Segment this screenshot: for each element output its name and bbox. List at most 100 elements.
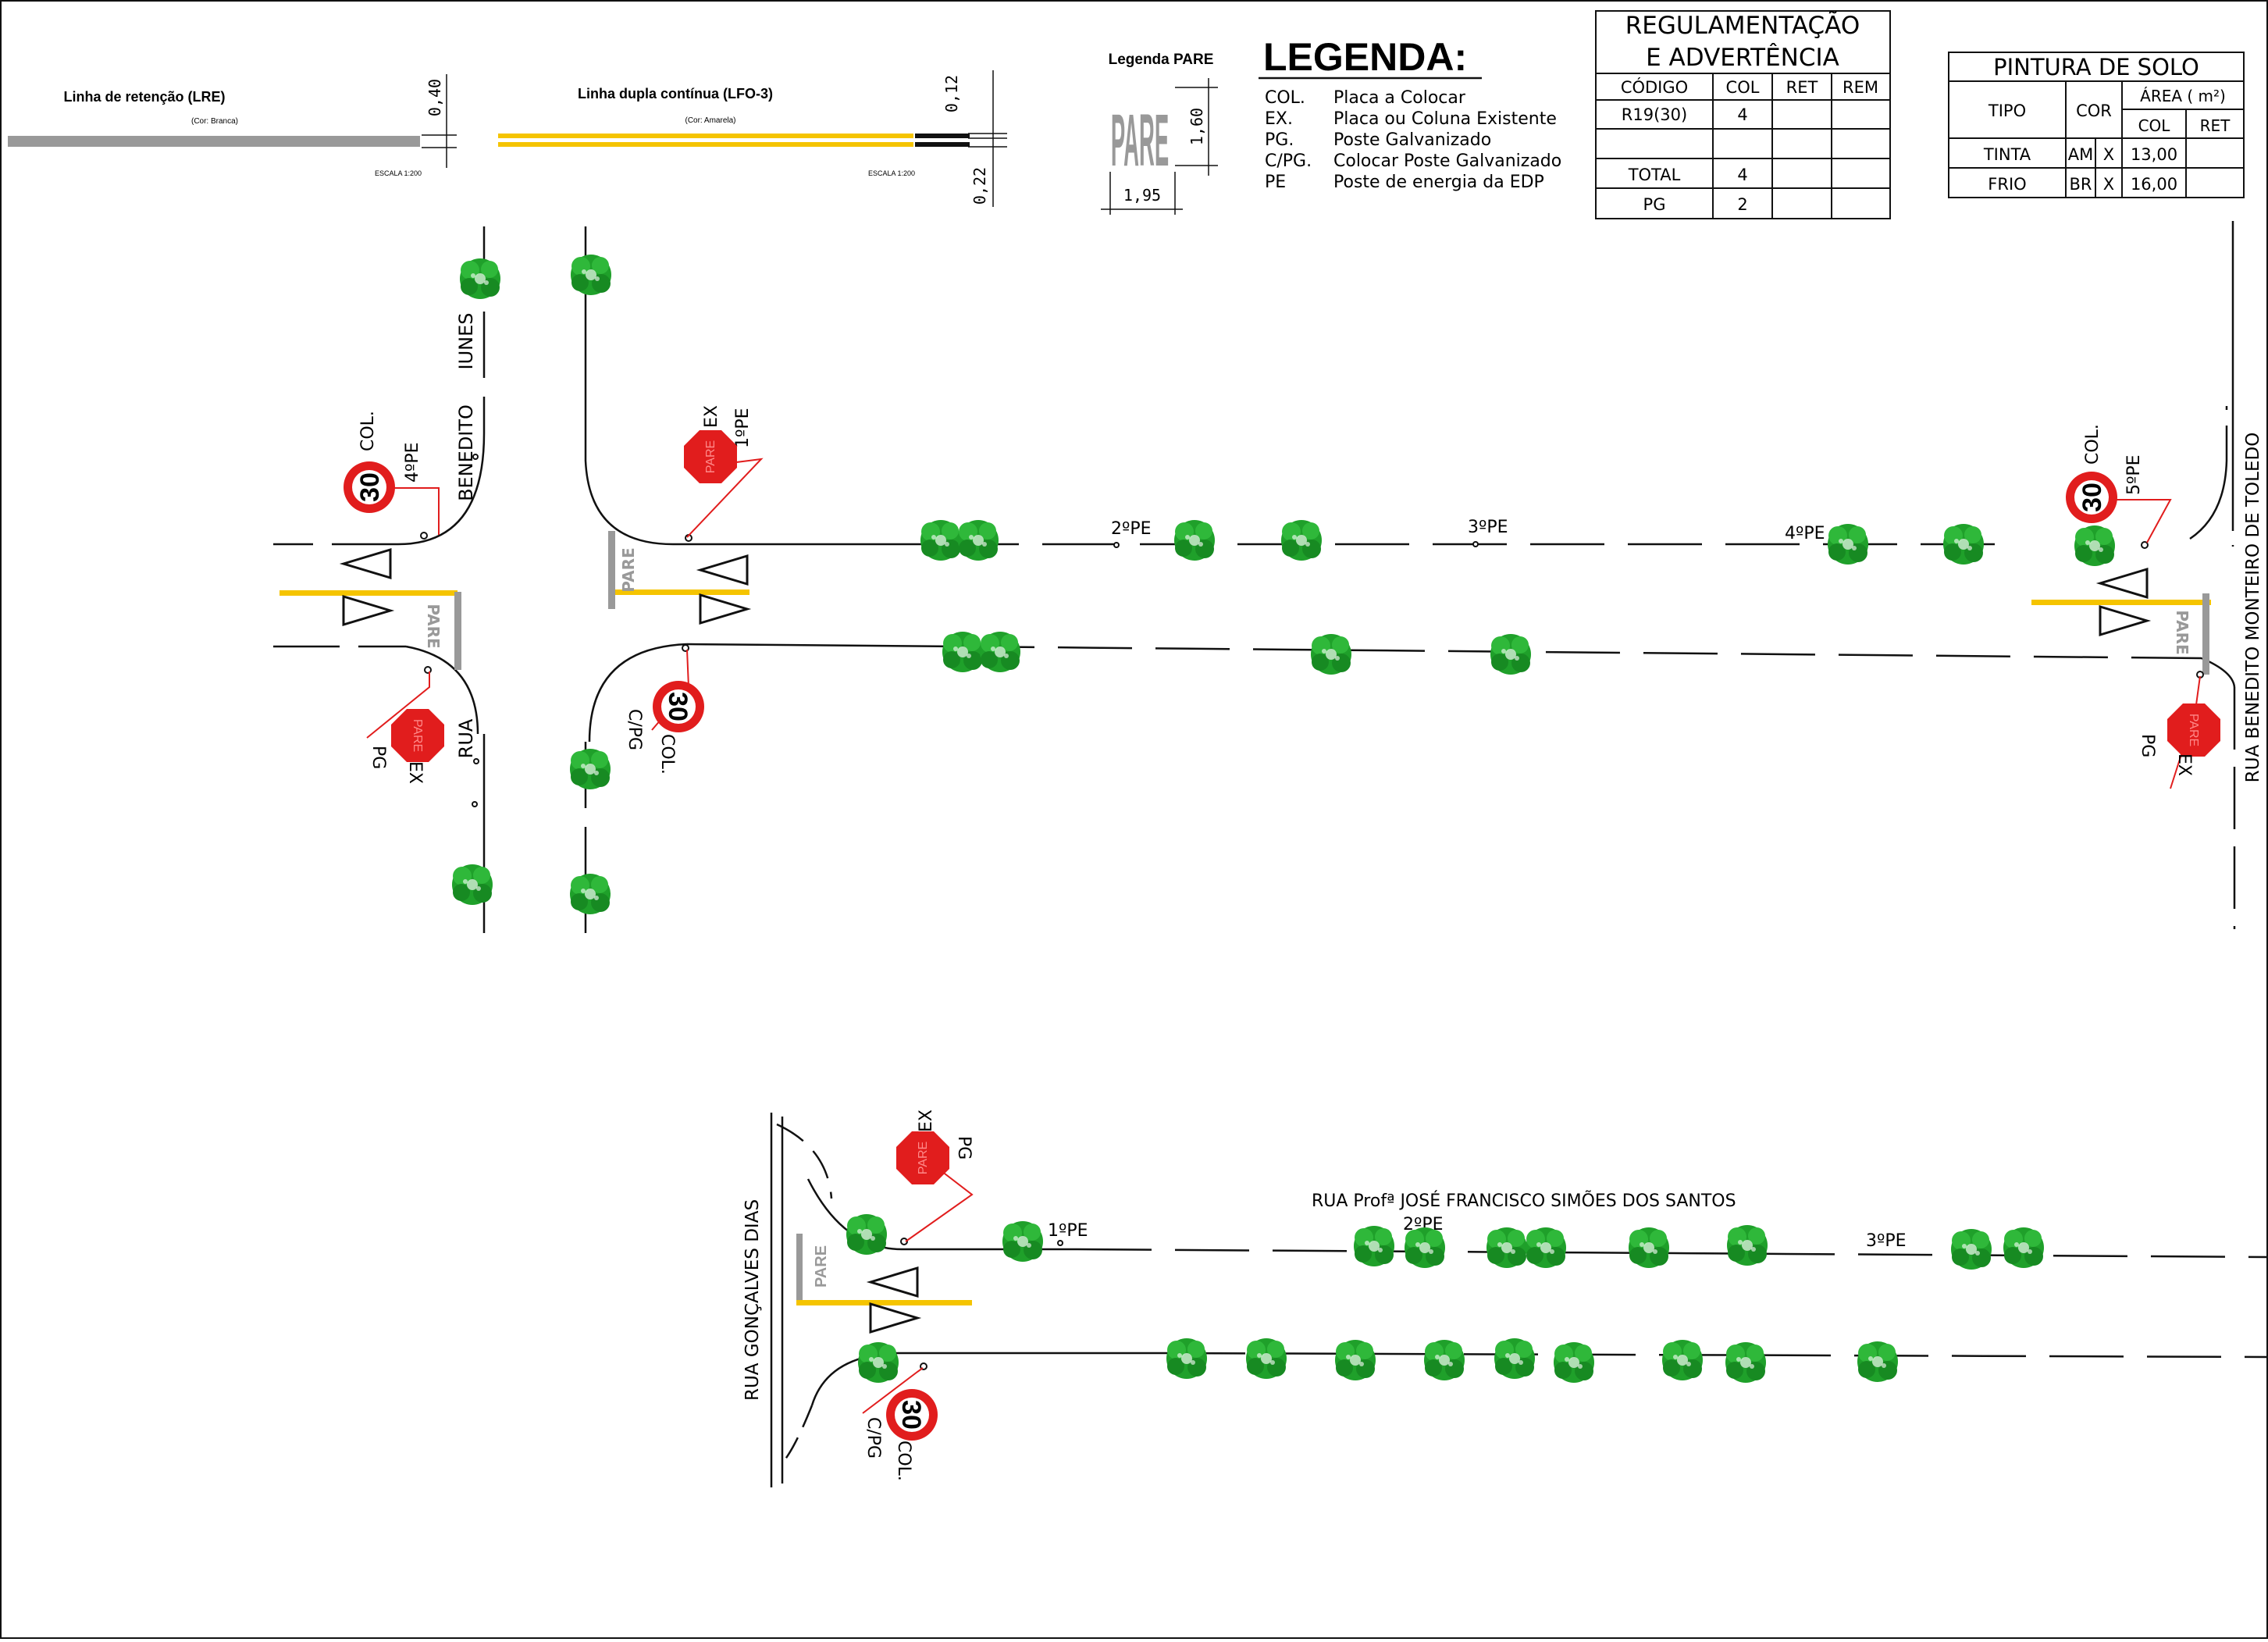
label-ex: EX: [405, 761, 425, 784]
street-name-goncalves-dias: RUA GONÇALVES DIAS: [742, 1199, 763, 1401]
tree-icon: [1335, 1340, 1376, 1380]
speed-limit-value: 30: [663, 692, 693, 721]
lre-sample: Linha de retenção (LRE) (Cor: Branca) 0,…: [8, 74, 457, 177]
pare-road-marking-right: PARE: [2173, 610, 2191, 654]
label-pg: PG: [954, 1136, 974, 1159]
tree-icon: [2003, 1227, 2044, 1268]
bottom-road-edges: [770, 1113, 2268, 1487]
lfo-dim-bottom: 0,22: [970, 167, 989, 205]
stop-sign-text: PARE: [2187, 714, 2200, 746]
tree-icon: [1857, 1341, 1898, 1382]
label-col: COL.: [2083, 424, 2102, 465]
legend-code-pg: PG.: [1265, 130, 1294, 150]
reg-r3-code: TOTAL: [1628, 166, 1681, 184]
paint-r2-col: 16,00: [2131, 175, 2177, 194]
paint-r1-tipo: TINTA: [1983, 145, 2031, 164]
lfo-stripe-bottom: [796, 1300, 972, 1305]
label-col: COL.: [657, 734, 677, 775]
pe-1-label-bottom: 1ºPE: [1048, 1221, 1088, 1241]
tree-icon: [1629, 1227, 1669, 1268]
label-ex: EX: [917, 1110, 936, 1132]
tree-icon: [571, 255, 611, 295]
tree-icon: [1174, 520, 1215, 561]
pare-road-marking-middle: PARE: [619, 547, 638, 592]
yield-triangle: [342, 595, 392, 626]
speed-limit-sign: 30: [344, 461, 395, 513]
tree-icon: [1166, 1338, 1207, 1379]
yield-triangle: [2099, 605, 2149, 636]
pe-4-label-top: 4ºPE: [1785, 524, 1825, 543]
pe-3-label-top: 3ºPE: [1468, 518, 1508, 537]
tree-icon: [1727, 1225, 1768, 1266]
tree-icon: [846, 1214, 887, 1255]
legend-code-cpg: C/PG.: [1265, 151, 1312, 171]
tree-icon: [1002, 1221, 1043, 1262]
pe-2-label-top: 2ºPE: [1111, 519, 1152, 539]
pare-road-marking-bottom: PARE: [813, 1245, 830, 1288]
street-name-benedito-monteiro: RUA BENEDITO MONTEIRO DE TOLEDO: [2243, 433, 2263, 783]
lfo-line-bottom: [498, 142, 913, 147]
tree-icon: [920, 520, 961, 561]
paint-h-tipo: TIPO: [1988, 102, 2026, 120]
tree-icon: [1554, 1342, 1594, 1383]
tree-icon: [570, 874, 611, 914]
tree-icon: [1662, 1340, 1703, 1380]
yield-triangle: [699, 554, 749, 586]
pare-legend-height: 1,60: [1187, 108, 1206, 145]
speed-limit-value: 30: [355, 472, 385, 502]
pe-4-label-left: 4ºPE: [403, 442, 422, 483]
paint-r1-col: 13,00: [2131, 145, 2177, 164]
label-cpg: C/PG: [863, 1417, 883, 1459]
lre-line: [8, 136, 420, 147]
tree-icon: [570, 749, 611, 789]
speed-limit-value: 30: [896, 1400, 926, 1430]
label-cpg: C/PG: [625, 709, 644, 750]
lfo-line-top: [498, 134, 913, 138]
paint-h-ret: RET: [2200, 116, 2231, 135]
legend-code-col: COL.: [1265, 88, 1305, 108]
lfo-scale: ESCALA 1:200: [868, 169, 915, 177]
reg-h-rem: REM: [1843, 78, 1878, 97]
lre-stop-line-middle: [608, 531, 615, 609]
yield-triangle: [342, 548, 392, 579]
tree-icon: [858, 1342, 899, 1383]
speed-limit-sign: 30: [653, 681, 704, 732]
lfo-dim-top: 0,12: [942, 75, 961, 112]
tree-icon: [1354, 1226, 1394, 1266]
stop-sign: PARE: [684, 430, 737, 483]
street-name-rua: RUA: [455, 718, 477, 758]
stop-sign: PARE: [2167, 703, 2220, 757]
pare-legend-width: 1,95: [1123, 186, 1161, 205]
tree-icon: [1311, 634, 1351, 675]
reg-r1-code: R19(30): [1622, 105, 1687, 124]
tree-icon: [1486, 1227, 1527, 1268]
pe-1-label-top: 1ºPE: [733, 408, 753, 448]
pare-legend-word: PARE: [1111, 98, 1169, 181]
lfo-title: Linha dupla contínua (LFO-3): [578, 86, 773, 102]
tree-icon: [1951, 1229, 1992, 1270]
reg-h-ret: RET: [1786, 78, 1818, 97]
label-pg: PG: [369, 746, 388, 769]
pare-legend-title: Legenda PARE: [1109, 52, 1214, 68]
paint-h-area: ÁREA ( m²): [2140, 87, 2226, 105]
tree-icon: [1405, 1227, 1445, 1268]
speed-limit-value: 30: [2078, 483, 2107, 512]
reg-h-codigo: CÓDIGO: [1621, 77, 1688, 97]
legend-code-pe: PE: [1265, 173, 1286, 192]
stop-sign-text: PARE: [917, 1142, 930, 1174]
tree-icon: [1490, 634, 1531, 675]
reg-title-1: REGULAMENTAÇÃO: [1625, 12, 1860, 40]
stop-sign: PARE: [896, 1131, 949, 1184]
tree-icon: [2074, 525, 2115, 566]
street-name-iunes: IUNES: [455, 313, 477, 370]
reg-h-col: COL: [1726, 78, 1760, 97]
legend-desc-cpg: Colocar Poste Galvanizado: [1333, 151, 1561, 171]
lre-scale: ESCALA 1:200: [375, 169, 422, 177]
tree-icon: [980, 632, 1020, 672]
legend-code-ex: EX.: [1265, 109, 1293, 129]
paint-h-col: COL: [2138, 116, 2171, 135]
legend: LEGENDA: COL. Placa a Colocar EX. Placa …: [1259, 35, 1561, 192]
reg-r1-col: 4: [1737, 105, 1747, 124]
paint-r1-cor: AM: [2068, 145, 2093, 164]
